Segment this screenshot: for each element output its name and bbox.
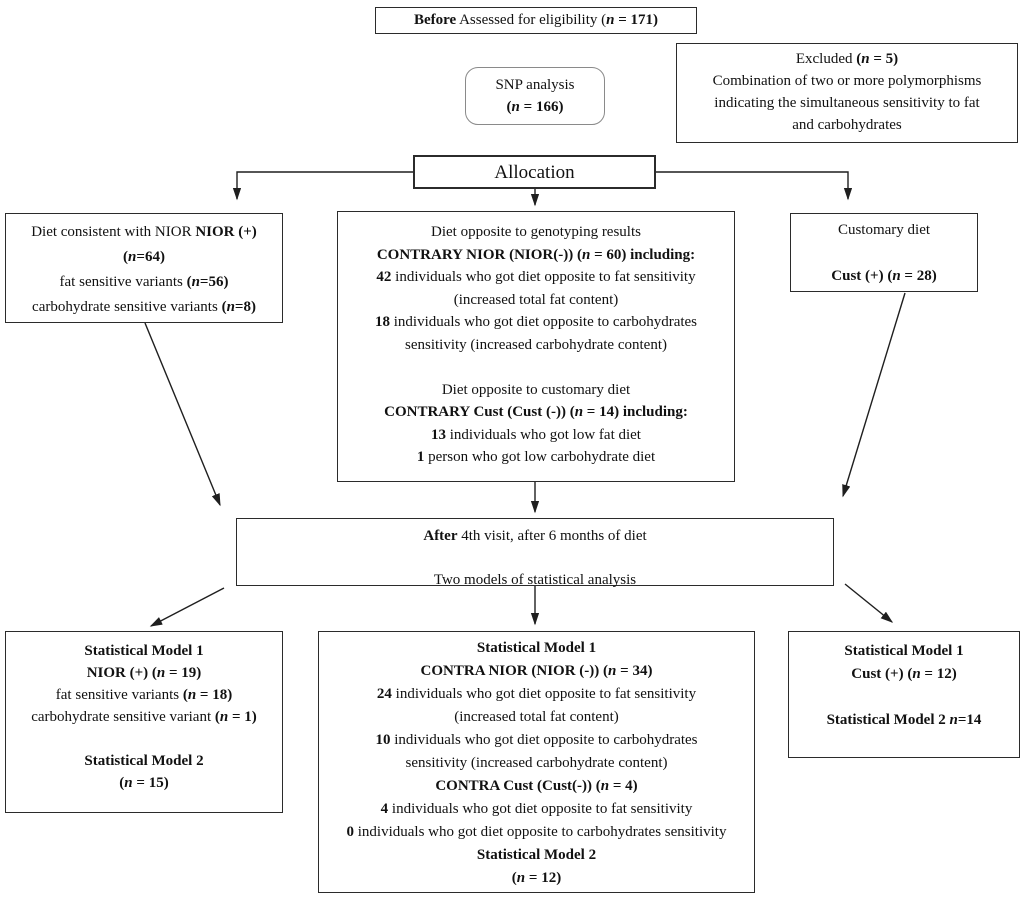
text-line: Statistical Model 2 n=14 (826, 712, 982, 728)
arrow-nior-to-after (144, 322, 221, 507)
text-line: NIOR (+) (n = 19) (86, 665, 202, 681)
text-line: CONTRARY Cust (Cust (-)) (n = 14) includ… (384, 404, 688, 420)
text-line: 24 individuals who got diet opposite to … (376, 686, 697, 702)
text-line: CONTRA NIOR (NIOR (-)) (n = 34) (420, 663, 653, 679)
text-line: Statistical Model 1 (476, 640, 597, 656)
statistical-model-contra-box: Statistical Model 1 CONTRA NIOR (NIOR (-)… (318, 631, 755, 893)
text-line: Statistical Model 1 (844, 643, 964, 659)
text-line: Allocation (494, 162, 575, 183)
arrow-allocation-to-customary (656, 171, 853, 201)
text-line: 1 person who got low carbohydrate diet (416, 449, 656, 465)
text-line: Cust (+) (n = 12) (851, 666, 957, 682)
text-line: 10 individuals who got diet opposite to … (375, 732, 698, 748)
text-line: CONTRARY NIOR (NIOR(-)) (n = 60) includi… (376, 246, 696, 263)
arrow-customary-to-after (842, 292, 906, 498)
statistical-model-cust-box: Statistical Model 1 Cust (+) (n = 12) Sta… (788, 631, 1020, 758)
text-line: Statistical Model 2 (476, 847, 597, 863)
after-visit-box: After 4th visit, after 6 months of diet … (236, 518, 834, 588)
text-line: sensitivity (increased carbohydrate cont… (405, 755, 668, 771)
text-line: (n = 166) (506, 99, 564, 115)
text-line: 42 individuals who got diet opposite to … (376, 269, 696, 285)
text-line: After 4th visit, after 6 months of diet (423, 528, 647, 544)
excluded-box: Excluded (n = 5) Combination of two or mo… (676, 43, 1018, 143)
text-line: Excluded (n = 5) (795, 51, 899, 67)
text-line (791, 242, 977, 265)
before-eligibility-box: Before Assessed for eligibility (n = 171… (375, 7, 697, 34)
text-line: Before Assessed for eligibility (n = 171… (413, 12, 659, 28)
text-line: sensitivity (increased carbohydrate cont… (405, 336, 667, 353)
text-line: indicating the simultaneous sensitivity … (714, 95, 980, 111)
text-line: Combination of two or more polymorphisms (712, 73, 982, 89)
text-line: 0 individuals who got diet opposite to c… (346, 824, 727, 840)
text-line (789, 686, 1019, 709)
allocation-box: Allocation (413, 155, 656, 189)
text-line: carbohydrate sensitive variants (n=8) (32, 299, 256, 315)
text-line: Statistical Model 1 (84, 643, 204, 659)
text-line: fat sensitive variants (n=56) (59, 274, 229, 290)
text-line: 4 individuals who got diet opposite to f… (380, 801, 693, 817)
text-line (338, 356, 734, 379)
text-line: 13 individuals who got low fat diet (431, 426, 641, 443)
text-line: 18 individuals who got diet opposite to … (374, 314, 698, 330)
text-line (6, 728, 282, 750)
arrow-after-to-model-right (844, 583, 894, 623)
text-line: CONTRA Cust (Cust(-)) (n = 4) (435, 778, 638, 794)
text-line: fat sensitive variants (n = 18) (55, 687, 233, 703)
text-line: Cust (+) (n = 28) (831, 268, 937, 284)
text-line (237, 547, 833, 569)
statistical-model-nior-box: Statistical Model 1 NIOR (+) (n = 19) fat … (5, 631, 283, 813)
arrow-allocation-to-nior (232, 171, 413, 201)
text-line: Diet opposite to genotyping results (431, 224, 641, 240)
text-line: (n=64) (123, 249, 165, 265)
text-line: and carbohydrates (792, 117, 902, 133)
text-line: (n = 12) (511, 870, 562, 886)
text-line: SNP analysis (495, 77, 575, 93)
arrow-after-to-model-left (149, 587, 225, 627)
text-line: Customary diet (837, 222, 931, 238)
text-line: (increased total fat content) (453, 291, 619, 308)
text-line: carbohydrate sensitive variant (n = 1) (31, 709, 257, 725)
text-line: (n = 15) (119, 775, 169, 791)
text-line: Diet consistent with NIOR NIOR (+) (31, 224, 257, 240)
text-line: Diet opposite to customary diet (441, 381, 631, 398)
text-line: (increased total fat content) (454, 709, 619, 725)
text-line: Two models of statistical analysis (433, 572, 637, 588)
nior-plus-box: Diet consistent with NIOR NIOR (+) (n=64)… (5, 213, 283, 323)
text-line: Statistical Model 2 (84, 753, 204, 769)
customary-diet-box: Customary diet Cust (+) (n = 28) (790, 213, 978, 292)
snp-analysis-box: SNP analysis (n = 166) (465, 67, 605, 125)
